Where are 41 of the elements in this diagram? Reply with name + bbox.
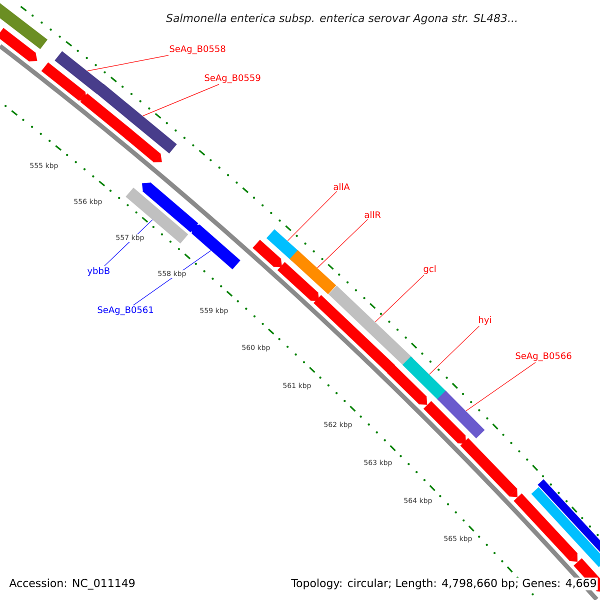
gene-bar bbox=[124, 130, 162, 162]
gene-bar bbox=[54, 51, 104, 94]
gene-bar bbox=[191, 224, 240, 270]
gene-label: gcl bbox=[424, 265, 436, 274]
gene-bar bbox=[387, 365, 428, 405]
leader-line bbox=[374, 274, 424, 322]
gene-label: allA bbox=[334, 183, 350, 190]
gene-label: allR bbox=[364, 211, 381, 218]
leader-line bbox=[87, 55, 169, 72]
gene-bar bbox=[290, 250, 336, 294]
gene-bar bbox=[96, 84, 177, 154]
info-text: Accession: NC_011149 bbox=[8, 578, 136, 591]
gene-bar bbox=[277, 262, 320, 301]
gene-bar bbox=[402, 356, 448, 401]
leader-line bbox=[317, 219, 368, 268]
gene-label: SeAg_B0561 bbox=[98, 306, 154, 316]
gene-bar bbox=[80, 93, 134, 138]
gene-bar bbox=[252, 240, 282, 268]
gene-bar bbox=[514, 493, 578, 562]
gene-bar bbox=[531, 487, 600, 568]
leader-line bbox=[466, 362, 536, 412]
gene-bar bbox=[423, 400, 466, 444]
gene-bar bbox=[266, 229, 300, 262]
gene-label: SeAg_B0566 bbox=[516, 352, 572, 362]
gene-label: SeAg_B0558 bbox=[170, 45, 226, 54]
title: Salmonella enterica subsp. enterica serovar Agona str. SL483... bbox=[166, 14, 517, 24]
gene-bar bbox=[460, 438, 518, 498]
leader-line bbox=[287, 191, 338, 242]
gene-label: SeAg_B0559 bbox=[204, 74, 260, 84]
info-text: Topology: circular; Length: 4,798,660 bp; Genes: 4,669 bbox=[290, 578, 598, 590]
leader-line bbox=[142, 84, 220, 116]
gene-bar bbox=[328, 286, 414, 367]
gene-bar bbox=[314, 294, 396, 374]
gene-bar bbox=[41, 62, 87, 101]
gene-label: ybbB bbox=[87, 267, 110, 276]
leader-line bbox=[429, 326, 480, 375]
gene-bar bbox=[0, 2, 48, 50]
gene-bar bbox=[0, 28, 38, 62]
gene-label: hyi bbox=[479, 316, 491, 325]
gene-bar bbox=[437, 390, 485, 438]
gene-bar bbox=[142, 182, 198, 232]
